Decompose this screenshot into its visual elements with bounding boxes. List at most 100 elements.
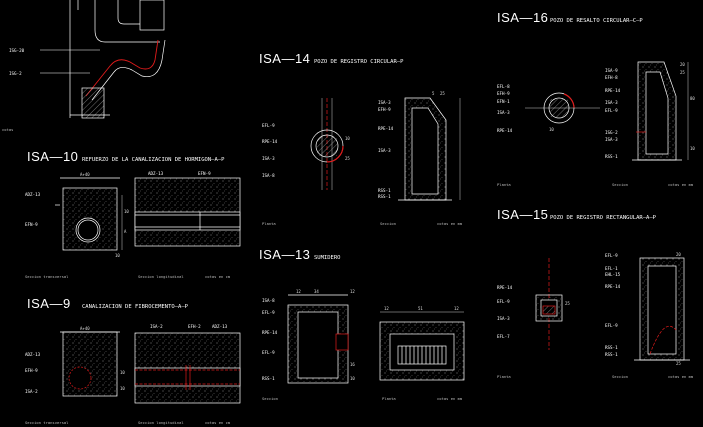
isa13-caption-section: Seccion (262, 396, 278, 401)
isa9-label-efh-2: EFH-2 (188, 324, 201, 329)
isa16-caption-plan: Planta (497, 182, 511, 187)
isa15-label-rpe-b: RPE-14 (605, 284, 621, 289)
isa10-label-adz: ADZ-13 (25, 192, 41, 197)
isa9-dim-1: 10 (120, 370, 125, 375)
isa16-dim-3: 80 (690, 96, 695, 101)
isa15-label-rpe: RPE-14 (497, 285, 513, 290)
isa14-label-efl: EFL-9 (262, 123, 275, 128)
isa10-label-efn: EFN-9 (25, 222, 38, 227)
isa16-label-isa3: ISA-3 (497, 110, 510, 115)
isa13-label-rss: RSS-1 (262, 376, 275, 381)
isa15-title: POZO DE REGISTRO RECTANGULAR—A—P (550, 215, 657, 221)
isa15-label-isa3: ISA-3 (497, 316, 510, 321)
isa15-label-rss-b: RSS-1 (605, 352, 618, 357)
isa15-label-ehl: EHL-15 (605, 272, 621, 277)
isa13-dim-6: 12 (454, 306, 459, 311)
isa14-dim-4: 25 (345, 156, 350, 161)
isa9-cross-section (60, 331, 120, 397)
isa10-label-adz-2: ADZ-13 (148, 171, 164, 176)
isa15-dim-1: 20 (676, 252, 681, 257)
isa16-label-rpe-b: RPE-14 (605, 88, 621, 93)
isa14-dim-3: 10 (345, 136, 350, 141)
isa13-dim-7: 16 (350, 362, 355, 367)
isa16-dim-5: 10 (690, 146, 695, 151)
isa13-dim-3: 12 (350, 289, 355, 294)
isa10-dim-width: A+40 (80, 172, 90, 177)
isa14-caption-units: cotas en mm (437, 221, 463, 226)
isa15-caption-units: cotas en mm (668, 374, 694, 379)
isa13-dim-2: 34 (314, 289, 319, 294)
isa13-caption-plan: Planta (382, 396, 396, 401)
isa13-dim-5: 51 (418, 306, 423, 311)
isa16-label-isa3-b: ISA-3 (605, 100, 618, 105)
isa9-title: CANALIZACION DE FIBROCEMENTO—A—P (82, 304, 189, 310)
isa13-code: ISA—13 (259, 247, 310, 262)
isa13-label-isa8: ISA-8 (262, 298, 275, 303)
isa16-label-efh9: EFH-9 (497, 91, 510, 96)
label-isg-2: ISG-2 (9, 71, 22, 76)
label-isg-20: ISG-20 (9, 48, 25, 53)
isa9-label-isa-2: ISA-2 (150, 324, 163, 329)
isa9-label-adz: ADZ-13 (25, 352, 41, 357)
isa9-dim-2: 10 (120, 386, 125, 391)
isa10-dim-3: 10 (115, 253, 120, 258)
isa16-label-isa9: ISA-9 (605, 68, 618, 73)
isa15-dim-2: 25 (565, 301, 570, 306)
isa13-section (287, 294, 349, 384)
isa14-title: POZO DE REGISTRO CIRCULAR—P (314, 59, 404, 65)
isa16-caption-units: cotas en mm (668, 182, 694, 187)
isa10-caption-transversal: Seccion transversal (25, 274, 68, 279)
isa16-caption-section: Seccion (612, 182, 628, 187)
isa15-section (634, 257, 690, 361)
isa15-plan (535, 258, 563, 350)
isa10-label-efn-2: EFN-9 (198, 171, 211, 176)
isa9-dim-width: A+40 (80, 326, 90, 331)
isa16-code: ISA—16 (497, 10, 548, 25)
isa16-label-rpe: RPE-14 (497, 128, 513, 133)
isa14-label-isa8: ISA-8 (262, 173, 275, 178)
isa16-label-efh8: EFH-8 (605, 75, 618, 80)
isa9-label-efh: EFH-9 (25, 368, 38, 373)
isa13-caption-units: cotas en mm (437, 396, 463, 401)
isa16-dim-2: 25 (680, 70, 685, 75)
isa10-title: REFUERZO DE LA CANALIZACION DE HORMIGON—… (82, 157, 225, 163)
isa13-dim-1: 12 (296, 289, 301, 294)
isa14-label-isa3: ISA-3 (262, 156, 275, 161)
isa14-label-rpe: RPE-14 (262, 139, 278, 144)
isa16-dim-4: 10 (549, 127, 554, 132)
isa16-dim-1: 20 (680, 62, 685, 67)
isa14-caption-plan: Planta (262, 221, 276, 226)
isa16-label-isa3-c: ISA-3 (605, 137, 618, 142)
isa9-label-adz-2: ADZ-13 (212, 324, 228, 329)
isa15-label-efl9-b: EFL-9 (605, 253, 618, 258)
isa13-label-efl: EFL-9 (262, 310, 275, 315)
isa9-caption-transversal: Seccion transversal (25, 420, 68, 425)
isa10-dim-2: A (124, 229, 127, 234)
isa13-dim-4: 12 (384, 306, 389, 311)
isa10-caption-units: cotas en cm (205, 274, 231, 279)
isa16-title: POZO DE RESALTO CIRCULAR—C—P (550, 18, 643, 24)
isa13-dim-8: 10 (350, 376, 355, 381)
isa9-caption-longitudinal: Seccion longitudinal (138, 420, 184, 425)
isa14-plan (310, 98, 344, 190)
isa15-label-rss: RSS-1 (605, 345, 618, 350)
isa16-label-efn1: EFN-1 (497, 99, 510, 104)
isa14-caption-section: Seccion (380, 221, 396, 226)
isa16-label-efl9: EFL-9 (605, 108, 618, 113)
isa13-label-efl-b: EFL-9 (262, 350, 275, 355)
isa14-label-rss-b: RSS-1 (378, 194, 391, 199)
isa15-dim-3: 25 (676, 361, 681, 366)
isa9-caption-units: cotas en cm (205, 420, 231, 425)
isa15-label-efl9-c: EFL-9 (605, 323, 618, 328)
isa13-title: SUMIDERO (314, 255, 341, 261)
isa15-label-efl7: EFL-7 (497, 334, 510, 339)
isa14-dim-1: 5 (432, 91, 435, 96)
isa14-label-isa3-b: ISA-3 (378, 100, 391, 105)
isa13-label-rpe: RPE-14 (262, 330, 278, 335)
isa15-caption-plan: Planta (497, 374, 511, 379)
isa14-label-rss: RSS-1 (378, 188, 391, 193)
isa14-code: ISA—14 (259, 51, 310, 66)
isa15-code: ISA—15 (497, 207, 548, 222)
